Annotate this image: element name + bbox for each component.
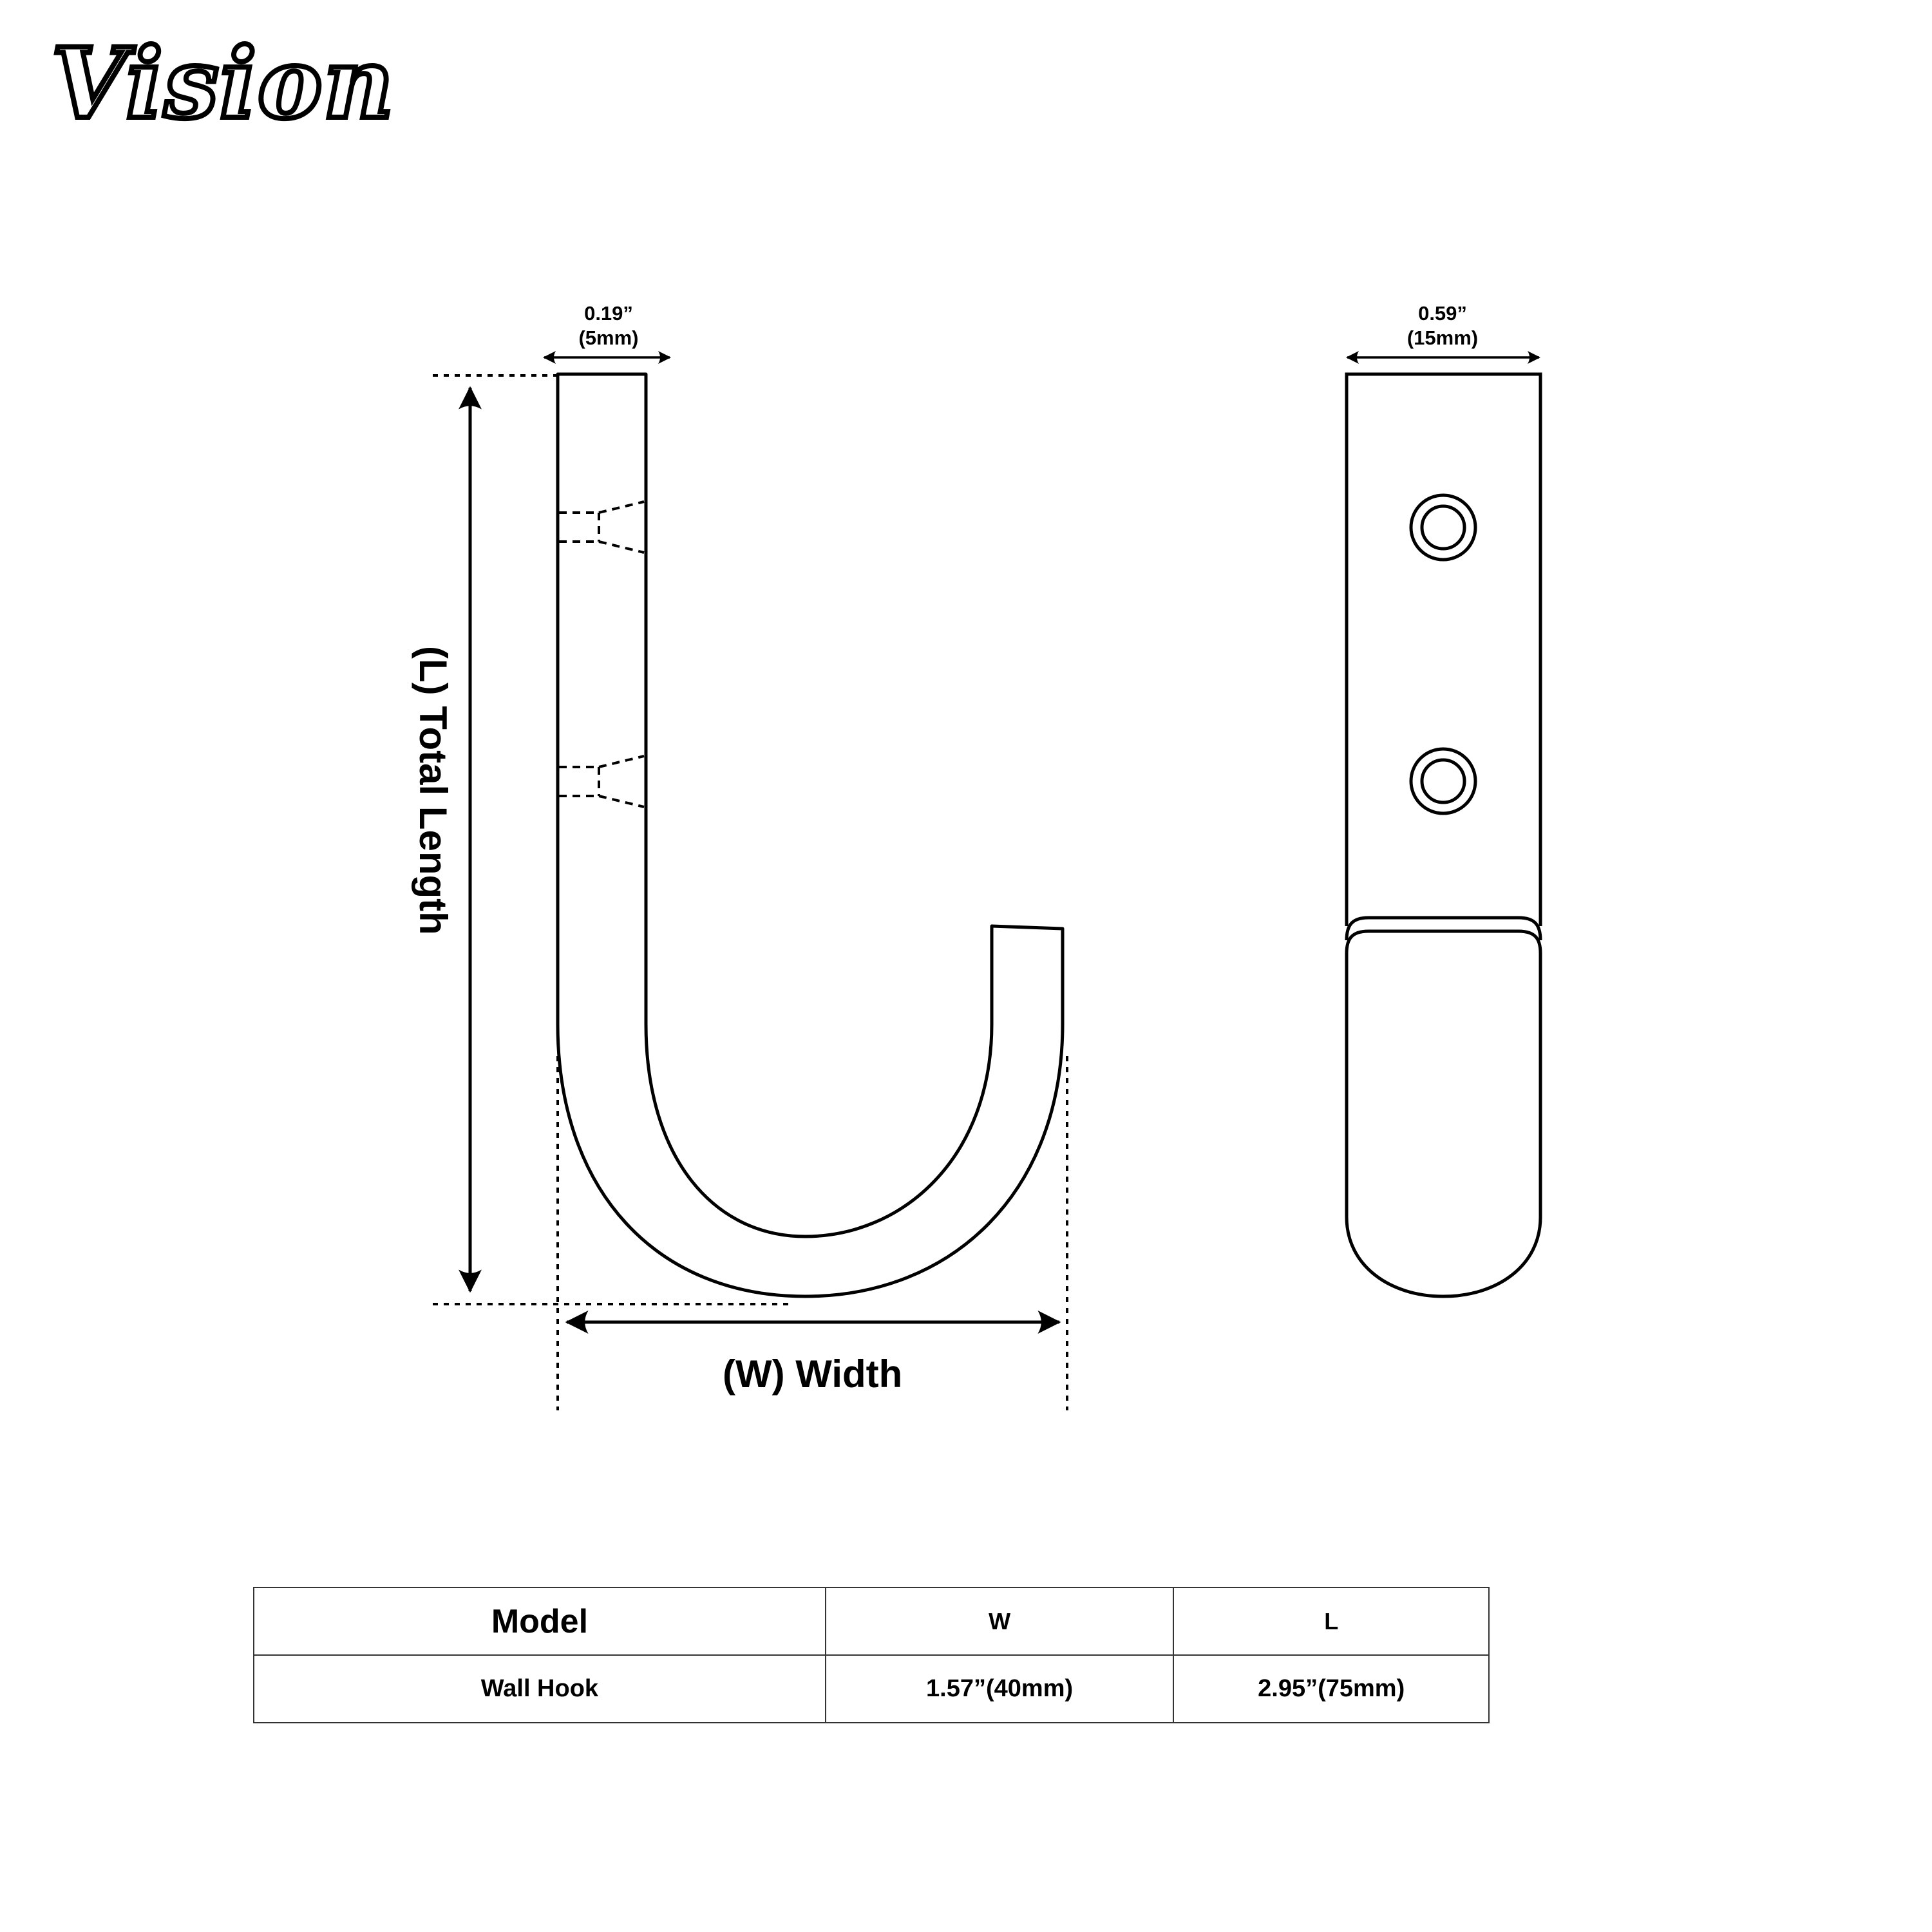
length-label: (L) Total Length [412,646,455,935]
thickness-mm: (5mm) [578,327,639,349]
header-w: W [824,1587,1175,1656]
countersunk-hole-2 [559,755,645,808]
mounting-hole-1 [1409,493,1477,562]
side-view-hook [556,372,1065,1298]
front-width-label: 0.59” (15mm) [1385,301,1501,350]
mounting-hole-2 [1409,747,1477,815]
thickness-inches: 0.19” [584,302,633,325]
header-l: L [1173,1587,1490,1656]
thickness-label: 0.19” (5mm) [551,301,667,350]
countersunk-hole-1 [559,500,645,554]
cell-model: Wall Hook [253,1654,826,1723]
brand-logo: Vision [49,27,396,140]
table-row: Wall Hook 1.57”(40mm) 2.95”(75mm) [253,1654,1490,1723]
spec-table: Model W L Wall Hook 1.57”(40mm) 2.95”(75… [253,1587,1490,1723]
front-view-hook [1345,372,1542,1298]
cell-l: 2.95”(75mm) [1173,1654,1490,1723]
front-width-mm: (15mm) [1406,327,1479,349]
header-model: Model [253,1587,826,1656]
front-width-inches: 0.59” [1418,302,1467,325]
width-label: (W) Width [723,1352,903,1396]
extension-lines [433,374,1068,1410]
cell-w: 1.57”(40mm) [824,1654,1175,1723]
spec-table-header: Model W L [253,1587,1490,1656]
